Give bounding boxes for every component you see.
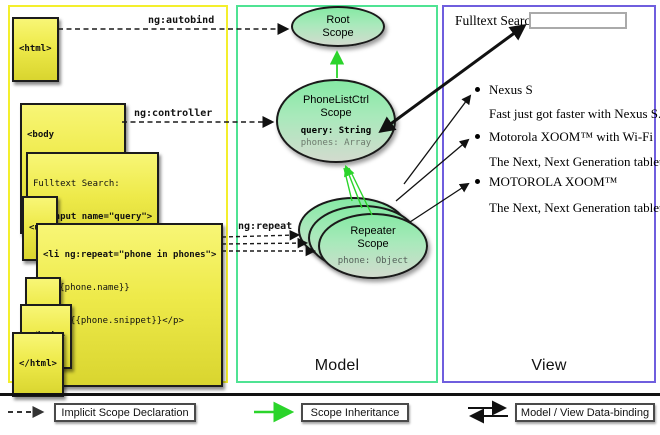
view-item-title: MOTOROLA XOOM™ xyxy=(489,174,618,189)
scope-prop-phone: phone: Object xyxy=(337,256,409,266)
phonelistctrl-scope-ellipse: PhoneListCtrl Scope query: String phones… xyxy=(276,79,396,163)
phonelistctrl-scope-name: Scope xyxy=(320,106,352,119)
bullet-icon xyxy=(475,179,480,184)
view-item-snippet: Fast just got faster with Nexus S. xyxy=(489,106,660,121)
root-scope-name: Root xyxy=(326,13,350,26)
view-item-snippet: The Next, Next Generation tablet. xyxy=(489,200,660,215)
ng-autobind-label: ng:autobind xyxy=(148,15,215,26)
code-line: {{phone.name}} xyxy=(43,283,130,293)
view-search-label: Fulltext Search: xyxy=(455,13,541,28)
model-panel: Model xyxy=(236,5,438,383)
root-scope-ellipse: Root Scope xyxy=(291,6,385,47)
repeater-scope-ellipse: Repeater Scope phone: Object xyxy=(318,213,428,279)
view-panel: View xyxy=(442,5,656,383)
scope-prop-phones: phones: Array xyxy=(300,137,372,148)
scope-prop-query: query: String xyxy=(300,125,372,136)
repeater-scope-name: Repeater xyxy=(350,225,396,237)
code-li-repeat: <li ng:repeat="phone in phones"> {{phone… xyxy=(36,223,224,387)
view-item-title: Motorola XOOM™ with Wi-Fi xyxy=(489,129,654,144)
phonelistctrl-scope-name: PhoneListCtrl xyxy=(302,93,370,106)
view-panel-label: View xyxy=(531,357,567,374)
ng-repeat-label: ng:repeat xyxy=(238,221,293,232)
code-line: <li ng:repeat="phone in phones"> xyxy=(43,250,217,260)
ng-controller-label: ng:controller xyxy=(134,108,213,119)
legend-double-arrow-icon xyxy=(468,400,508,424)
legend-implicit-scope: Implicit Scope Declaration xyxy=(54,403,196,422)
code-html-close: </html> xyxy=(12,332,64,397)
code-html-open: <html> xyxy=(12,17,59,82)
bullet-icon xyxy=(475,134,480,139)
code-line: </html> xyxy=(19,359,57,369)
code-line: <html> xyxy=(19,44,52,54)
legend-data-binding: Model / View Data-binding xyxy=(515,403,655,422)
code-line: Fulltext Search: xyxy=(33,179,120,189)
legend-scope-inheritance: Scope Inheritance xyxy=(301,403,409,422)
fulltext-search-input[interactable] xyxy=(529,12,627,29)
code-line: <input name="query"> xyxy=(33,212,153,222)
view-item-title: Nexus S xyxy=(489,82,533,97)
legend-separator xyxy=(0,393,660,396)
repeater-scope-name: Scope xyxy=(357,238,389,250)
root-scope-name: Scope xyxy=(322,26,354,39)
view-item-snippet: The Next, Next Generation tablet. xyxy=(489,154,660,169)
model-panel-label: Model xyxy=(314,357,360,374)
bullet-icon xyxy=(475,87,480,92)
code-line: <body xyxy=(27,130,55,140)
code-line: <p>{{phone.snippet}}</p> xyxy=(43,316,184,326)
